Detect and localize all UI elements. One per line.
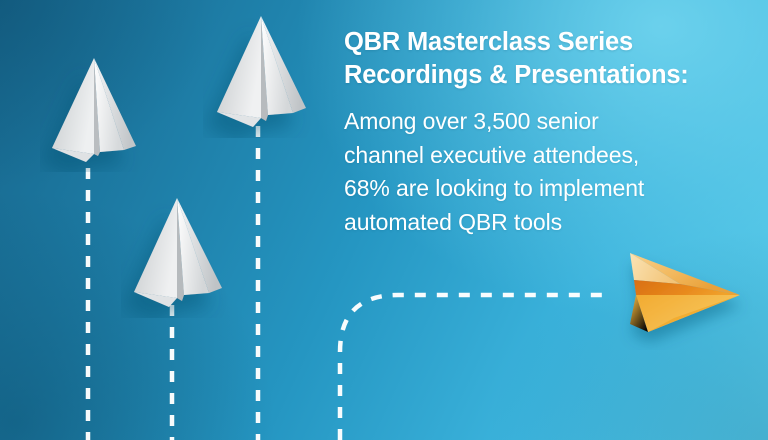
white-plane-top <box>203 8 323 138</box>
headline-line-2: Recordings & Presentations: <box>344 61 689 89</box>
text-block: QBR Masterclass Series Recordings & Pres… <box>344 26 744 239</box>
trail-curved <box>337 292 612 440</box>
subcopy-line-3: 68% are looking to implement <box>344 175 645 201</box>
subcopy: Among over 3,500 senior channel executiv… <box>344 105 744 239</box>
subcopy-line-1: Among over 3,500 senior <box>344 108 599 134</box>
subcopy-line-4: automated QBR tools <box>344 208 562 235</box>
white-plane-middle <box>121 190 239 318</box>
headline: QBR Masterclass Series Recordings & Pres… <box>344 26 744 92</box>
white-plane-left <box>40 52 150 172</box>
orange-plane-lead <box>608 240 768 350</box>
subcopy-line-2: channel executive attendees, <box>344 141 640 168</box>
headline-line-1: QBR Masterclass Series <box>344 28 634 56</box>
